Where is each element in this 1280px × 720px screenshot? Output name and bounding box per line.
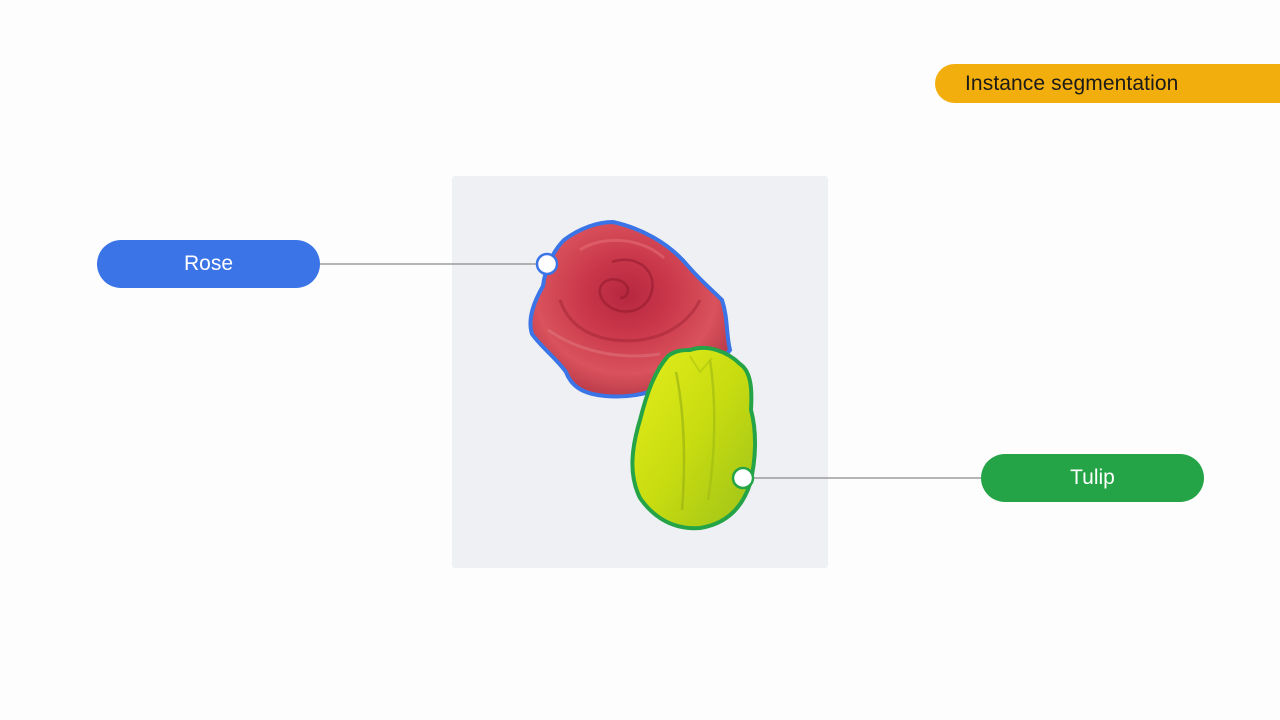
rose-anchor-dot bbox=[535, 252, 559, 276]
title-badge: Instance segmentation bbox=[935, 64, 1280, 103]
tulip-label-pill: Tulip bbox=[981, 454, 1204, 502]
tulip-label-text: Tulip bbox=[1070, 466, 1115, 489]
title-text: Instance segmentation bbox=[965, 71, 1179, 95]
tulip-anchor-dot bbox=[731, 466, 755, 490]
tulip-mask bbox=[630, 345, 758, 531]
rose-label-pill: Rose bbox=[97, 240, 320, 288]
rose-label-text: Rose bbox=[183, 252, 234, 275]
